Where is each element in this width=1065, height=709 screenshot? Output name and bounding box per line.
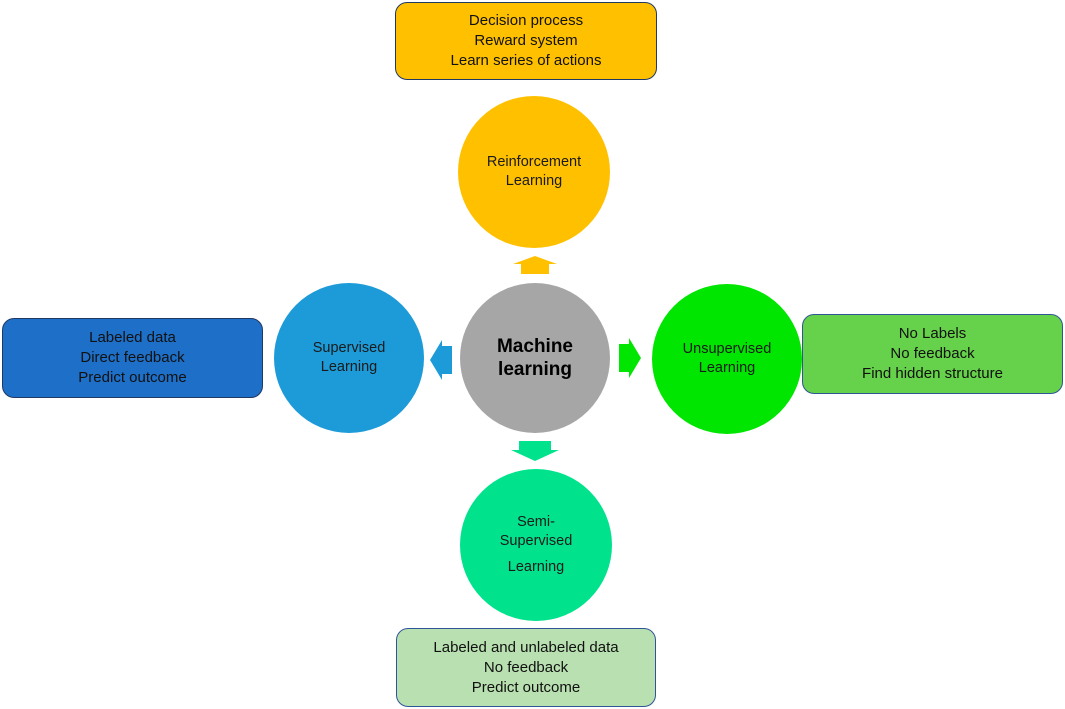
supervised-label: Learning [320,359,378,375]
reinforcement-desc-line: Learn series of actions [450,52,602,69]
center-label: learning [498,359,572,380]
semi-supervised-desc-line: Labeled and unlabeled data [433,638,619,656]
semi-supervised-desc-line: No feedback [483,658,569,676]
supervised-desc-line: Direct feedback [80,349,185,366]
arrow-left-icon [430,340,452,380]
supervised-description-box: Labeled data Direct feedback Predict out… [2,318,263,398]
arrow-right-icon [619,338,641,378]
supervised-desc-line: Predict outcome [78,369,187,386]
reinforcement-label: Learning [505,173,563,189]
semi-supervised-learning-node: Semi- Supervised Learning [460,469,612,621]
arrow-down-icon [511,441,559,461]
semi-supervised-desc-line: Predict outcome [471,678,581,696]
unsupervised-learning-node: Unsupervised Learning [652,284,802,434]
supervised-label: Supervised [312,340,386,356]
reinforcement-desc-line: Decision process [468,12,584,29]
reinforcement-label: Reinforcement [486,154,582,170]
center-label: Machine [496,336,574,357]
unsupervised-desc-line: No Labels [898,325,967,342]
semi-supervised-label: Semi- [517,514,555,530]
unsupervised-desc-line: Find hidden structure [862,365,1003,382]
supervised-learning-node: Supervised Learning [274,283,424,433]
semi-supervised-label: Learning [507,559,565,575]
unsupervised-desc-line: No feedback [890,345,975,362]
unsupervised-label: Unsupervised [682,341,772,357]
semi-supervised-description-box: Labeled and unlabeled data No feedback P… [396,628,656,707]
supervised-desc-line: Labeled data [89,329,176,346]
machine-learning-center-node: Machine learning [460,283,610,433]
reinforcement-description-box: Decision process Reward system Learn ser… [395,2,657,80]
unsupervised-description-box: No Labels No feedback Find hidden struct… [802,314,1063,394]
arrow-up-icon [513,256,557,274]
unsupervised-label: Learning [698,360,756,376]
semi-supervised-label: Supervised [499,533,573,549]
reinforcement-learning-node: Reinforcement Learning [458,96,610,248]
reinforcement-desc-line: Reward system [474,32,578,49]
